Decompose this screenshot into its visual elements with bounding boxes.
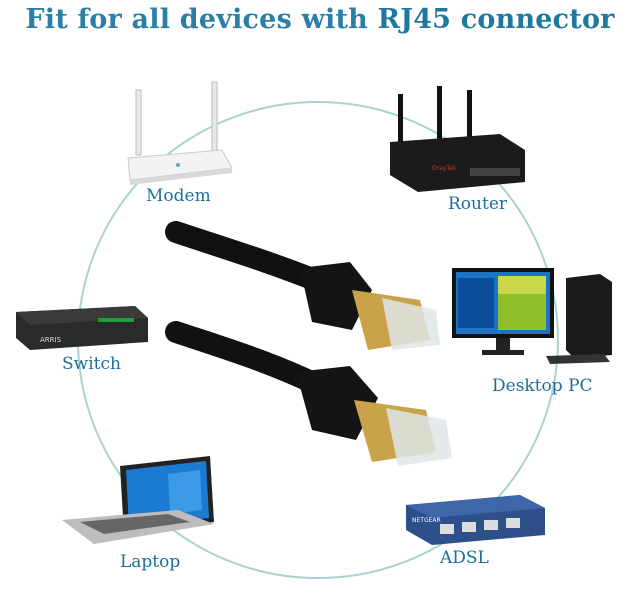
headline-part1: Fit for all devices with (25, 4, 378, 35)
modem-device (127, 81, 233, 185)
laptop-device (62, 456, 214, 544)
router-brand: DrayTek (432, 165, 457, 172)
label-desktop-pc: Desktop PC (492, 376, 593, 396)
label-switch: Switch (62, 354, 121, 374)
label-router: Router (448, 194, 508, 214)
cable-lower (165, 321, 452, 466)
adsl-device: NETGEAR (406, 495, 545, 545)
label-modem: Modem (146, 186, 211, 206)
desktop-device (452, 268, 612, 364)
switch-device: ARRIS (16, 306, 148, 350)
headline: Fit for all devices with RJ45 connector (0, 0, 640, 40)
headline-part2: RJ45 connector (377, 4, 615, 35)
label-adsl: ADSL (440, 548, 489, 568)
netgear-logo: NETGEAR (412, 517, 441, 524)
cable-upper (165, 221, 440, 350)
label-laptop: Laptop (120, 552, 181, 572)
router-device: DrayTek (390, 86, 525, 192)
arris-logo: ARRIS (40, 336, 62, 344)
